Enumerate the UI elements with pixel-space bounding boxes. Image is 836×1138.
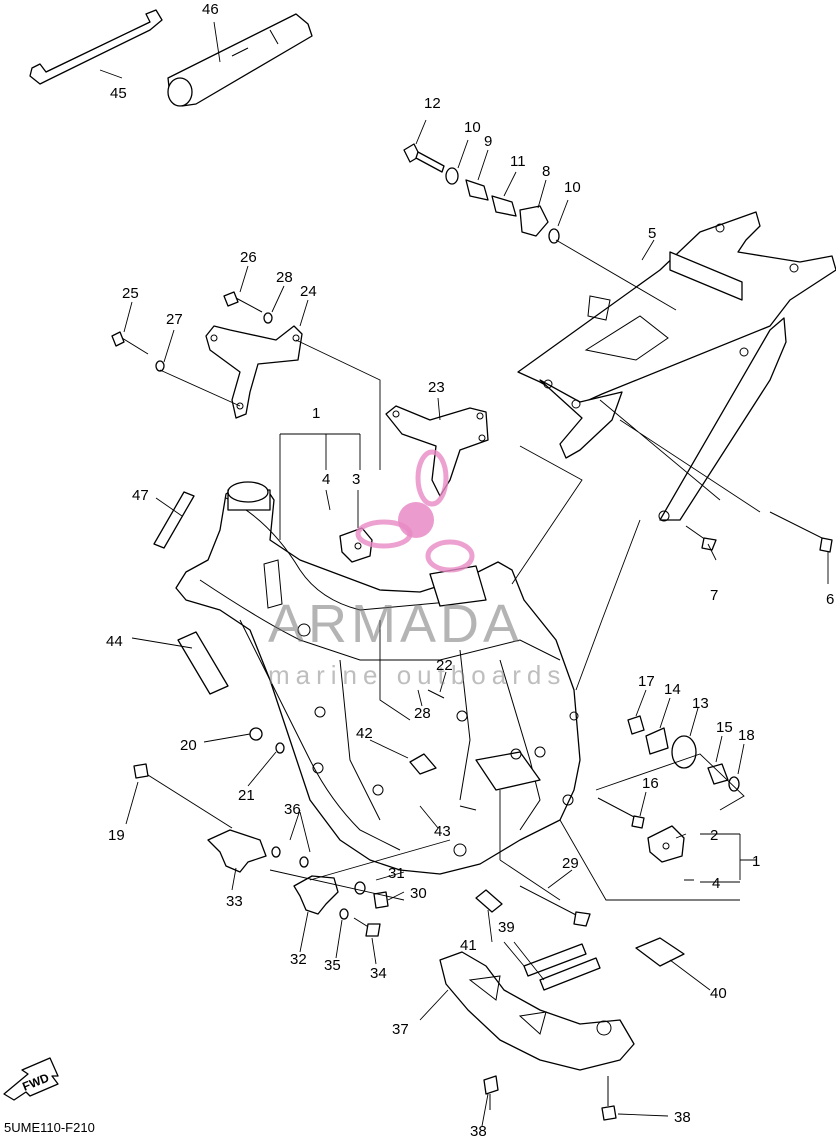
decal-44 [177,631,229,695]
part-number-label: 22 [436,657,453,674]
clip-42 [409,753,437,775]
bracket-24 [205,325,303,419]
fwd-arrow: FWD [3,1057,59,1101]
diagram-code: 5UME110-F210 [4,1120,95,1135]
part-number-label: 8 [542,163,550,180]
part-number-label: 1 [752,853,760,870]
part-number-label: 28 [414,705,431,722]
pad-40 [635,937,685,967]
watermark: ARMADA marine outboards [268,449,566,690]
watermark-logo [355,449,475,573]
main-frame [175,481,581,875]
part-labels: 1123445678910101112131415161718192021222… [106,1,834,1138]
part-number-label: 42 [356,725,373,742]
part-number-label: 18 [738,727,755,744]
bolt-26 [223,291,273,324]
part-number-label: 46 [202,1,219,18]
part-number-label: 4 [322,471,330,488]
part-number-label: 3 [352,471,360,488]
socket-tool [167,13,313,107]
part-number-label: 2 [710,827,718,844]
part-number-label: 24 [300,283,317,300]
bolts-38 [483,1075,617,1121]
part-number-label: 38 [674,1109,691,1126]
part-number-label: 9 [484,133,492,150]
washers-left [133,727,389,937]
pivot-hardware [445,167,560,244]
part-number-label: 38 [470,1123,487,1138]
bracket-33 [207,829,267,873]
part-number-label: 21 [238,787,255,804]
part-number-label: 36 [284,801,301,818]
part-number-label: 13 [692,695,709,712]
part-number-label: 16 [642,775,659,792]
part-number-label: 29 [562,855,579,872]
part-number-label: 30 [410,885,427,902]
rear-subframe [517,211,836,522]
part-number-label: 20 [180,737,197,754]
part-number-label: 11 [510,153,526,170]
part-number-label: 31 [388,865,405,882]
plate-2 [647,825,685,863]
part-number-label: 35 [324,957,341,974]
part-number-label: 45 [110,85,127,102]
part-number-label: 14 [664,681,681,698]
bracket-32 [293,875,339,915]
part-number-label: 28 [276,269,293,286]
part-number-label: 19 [108,827,125,844]
part-number-label: 23 [428,379,445,396]
part-number-label: 41 [460,937,477,954]
part-number-label: 10 [564,179,581,196]
part-number-label: 32 [290,951,307,968]
part-number-label: 37 [392,1021,409,1038]
pivot-bolt-12 [403,143,445,173]
part-number-label: 26 [240,249,257,266]
part-number-label: 15 [716,719,733,736]
part-number-label: 43 [434,823,451,840]
watermark-brand: ARMADA [268,594,523,654]
part-number-label: 40 [710,985,727,1002]
part-number-label: 10 [464,119,481,136]
decal-47 [153,491,195,549]
part-number-label: 4 [712,875,720,892]
logo-petal-right [425,539,475,573]
part-number-label: 12 [424,95,441,112]
part-number-label: 7 [710,587,718,604]
part-number-label: 6 [826,591,834,608]
part-number-label: 1 [312,405,320,422]
part-number-label: 25 [122,285,139,302]
watermark-tagline: marine outboards [268,660,566,690]
logo-petal-top [415,449,449,507]
leader-lines [99,21,829,1127]
part-number-label: 39 [498,919,515,936]
part-number-label: 34 [370,965,387,982]
part-number-label: 5 [648,225,656,242]
engine-mount-hardware [427,689,740,927]
part-number-label: 17 [638,673,655,690]
skid-plate [439,951,635,1071]
part-number-label: 44 [106,633,123,650]
part-number-label: 33 [226,893,243,910]
bolt-25 [111,331,165,372]
part-number-label: 27 [166,311,183,328]
pad-41 [475,889,503,913]
bolt-6-7 [685,511,833,553]
part-number-label: 47 [132,487,149,504]
logo-hub [398,502,434,538]
wrench-tool [29,9,163,85]
pad-39 [523,943,601,991]
